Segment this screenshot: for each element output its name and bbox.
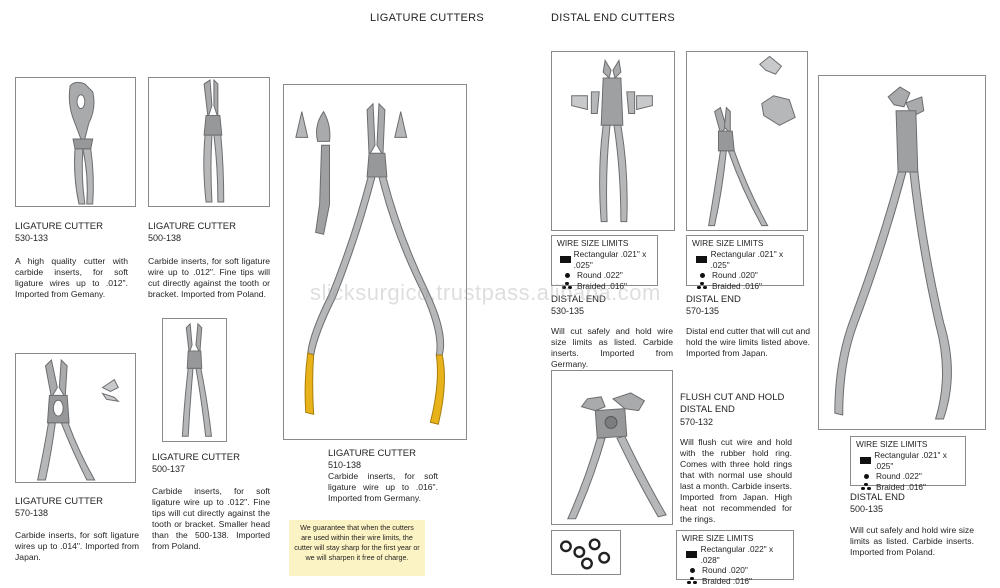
round-wire-icon [699, 272, 705, 278]
product-image-570-135 [686, 51, 808, 231]
guarantee-note: We guarantee that when the cutters are u… [289, 520, 425, 576]
round-wire-icon [689, 567, 695, 573]
wire-size-limits-570-132: WIRE SIZE LIMITS Rectangular .022" x .02… [676, 530, 794, 586]
product-desc-570-138: Carbide inserts, for soft ligature wires… [15, 530, 139, 562]
product-image-500-135 [818, 75, 986, 430]
product-title-570-135: DISTAL END [686, 294, 741, 305]
product-title-510-138: LIGATURE CUTTER [328, 448, 416, 459]
plier-illustration [566, 392, 667, 520]
product-code-530-133: 530-133 [15, 233, 49, 243]
product-image-530-135 [551, 51, 675, 231]
hold-rings-image [551, 530, 621, 575]
plier-illustration [295, 102, 445, 425]
watermark-text: slicksurgico.trustpass.alibaba.com [310, 280, 661, 305]
product-code-500-135: 500-135 [850, 504, 884, 514]
product-desc-500-138: Carbide inserts, for soft ligature wire … [148, 256, 270, 299]
distal-end-cutters-heading: DISTAL END CUTTERS [551, 12, 675, 24]
wsl-round: Round .022" [876, 471, 922, 481]
product-desc-530-135: Will cut safely and hold wire size limit… [551, 326, 673, 369]
product-desc-510-138: Carbide inserts, for soft ligature wire … [328, 471, 438, 503]
wsl-braided: Braided .016" [712, 280, 762, 291]
product-title-570-132: FLUSH CUT AND HOLD DISTAL END [680, 392, 785, 415]
product-image-510-138 [283, 84, 467, 440]
product-desc-570-132: Will flush cut wire and hold with the ru… [680, 437, 792, 524]
rectangular-wire-icon [695, 256, 707, 263]
plier-illustration [708, 55, 796, 227]
product-code-570-132: 570-132 [680, 417, 714, 427]
product-image-570-138 [15, 353, 136, 483]
wsl-braided: Braided .016" [577, 280, 627, 291]
rectangular-wire-icon [859, 457, 871, 464]
plier-illustration [68, 81, 95, 205]
wsl-round: Round .020" [712, 270, 758, 280]
plier-illustration [834, 86, 952, 420]
wsl-header: WIRE SIZE LIMITS [856, 439, 928, 449]
product-code-500-137: 500-137 [152, 464, 186, 474]
product-code-570-135: 570-135 [686, 306, 720, 316]
round-wire-icon [863, 473, 869, 479]
product-title-570-138: LIGATURE CUTTER [15, 496, 103, 507]
product-desc-500-137: Carbide inserts, for soft ligature wire … [152, 486, 270, 551]
wsl-rectangular: Rectangular .021" x .025" [710, 249, 784, 270]
round-wire-icon [564, 272, 570, 278]
wire-size-limits-530-135: WIRE SIZE LIMITS Rectangular .021" x .02… [551, 235, 658, 291]
rectangular-wire-icon [685, 551, 697, 558]
braided-wire-icon [687, 576, 697, 585]
product-title-500-138: LIGATURE CUTTER [148, 221, 236, 232]
plier-illustration [37, 358, 120, 481]
hold-rings-illustration [559, 538, 611, 570]
product-desc-500-135: Will cut safely and hold wire size limit… [850, 525, 974, 557]
rectangular-wire-icon [559, 256, 571, 263]
wsl-braided: Braided .016" [702, 575, 752, 586]
product-image-530-133 [15, 77, 136, 207]
product-image-500-137 [162, 318, 227, 442]
product-title-530-133: LIGATURE CUTTER [15, 221, 103, 232]
wsl-header: WIRE SIZE LIMITS [682, 533, 754, 543]
wsl-header: WIRE SIZE LIMITS [557, 238, 629, 248]
wire-size-limits-570-135: WIRE SIZE LIMITS Rectangular .021" x .02… [686, 235, 804, 291]
product-code-570-138: 570-138 [15, 508, 49, 518]
product-desc-570-135: Distal end cutter that will cut and hold… [686, 326, 810, 358]
wsl-round: Round .022" [577, 270, 623, 280]
wsl-rectangular: Rectangular .021" x .025" [573, 249, 647, 270]
wsl-rectangular: Rectangular .021" x .025" [874, 450, 947, 471]
product-desc-530-133: A high quality cutter with carbide inser… [15, 256, 128, 299]
ligature-cutters-heading: LIGATURE CUTTERS [370, 12, 484, 24]
plier-illustration [571, 58, 653, 223]
braided-wire-icon [697, 281, 707, 290]
plier-illustration [203, 78, 225, 203]
wsl-braided: Braided .016" [876, 481, 926, 492]
plier-illustration [181, 322, 213, 437]
product-code-510-138: 510-138 [328, 460, 362, 470]
product-code-500-138: 500-138 [148, 233, 182, 243]
product-image-500-138 [148, 77, 270, 207]
product-title-500-135: DISTAL END [850, 492, 905, 503]
wsl-rectangular: Rectangular .022" x .028" [700, 544, 774, 565]
product-title-530-135: DISTAL END [551, 294, 606, 305]
product-image-570-132 [551, 370, 673, 525]
wsl-header: WIRE SIZE LIMITS [692, 238, 764, 248]
braided-wire-icon [562, 281, 572, 290]
product-title-500-137: LIGATURE CUTTER [152, 452, 240, 463]
wsl-round: Round .020" [702, 565, 748, 575]
wire-size-limits-500-135: WIRE SIZE LIMITS Rectangular .021" x .02… [850, 436, 966, 492]
braided-wire-icon [861, 482, 871, 491]
product-code-530-135: 530-135 [551, 306, 585, 316]
